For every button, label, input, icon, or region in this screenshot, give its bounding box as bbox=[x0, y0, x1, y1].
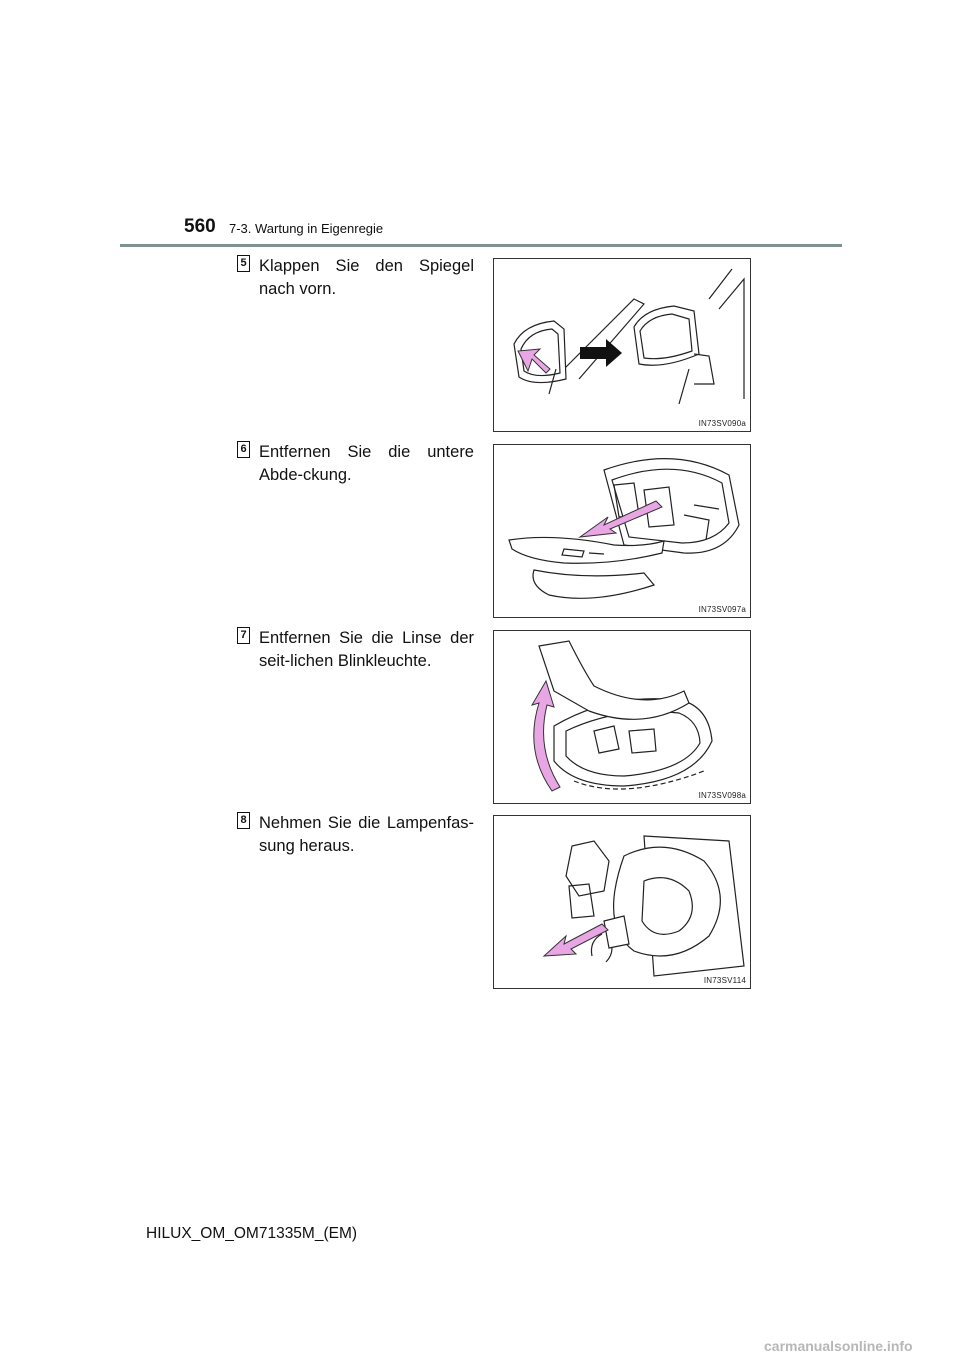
bulb-socket-illustration-icon bbox=[542, 835, 745, 977]
figure-lower-cover: IN73SV097a bbox=[493, 444, 751, 618]
step-text: Nehmen Sie die Lampenfas-sung heraus. bbox=[259, 814, 474, 855]
page-number: 560 bbox=[184, 216, 216, 237]
footer-doc-id: HILUX_OM_OM71335M_(EM) bbox=[146, 1225, 358, 1242]
step-badge: 7 bbox=[237, 627, 250, 644]
step-text: Klappen Sie den Spiegel nach vorn. bbox=[259, 257, 474, 298]
figure-code: IN73SV090a bbox=[698, 419, 746, 428]
figure-code: IN73SV114 bbox=[703, 976, 746, 985]
turn-signal-lens-illustration-icon bbox=[530, 640, 713, 792]
step-badge: 5 bbox=[237, 255, 250, 272]
figure-turn-signal-lens: IN73SV098a bbox=[493, 630, 751, 804]
step-text: Entfernen Sie die untere Abde-ckung. bbox=[259, 443, 474, 484]
watermark: carmanualsonline.info bbox=[764, 1338, 913, 1354]
lower-cover-removal-illustration-icon bbox=[508, 458, 740, 599]
step-badge: 6 bbox=[237, 441, 250, 458]
figure-bulb-socket: IN73SV114 bbox=[493, 815, 751, 989]
mirror-fold-illustration-icon bbox=[513, 268, 745, 405]
figure-mirror-fold: IN73SV090a bbox=[493, 258, 751, 432]
header-rule bbox=[120, 244, 842, 247]
step-badge: 8 bbox=[237, 812, 250, 829]
figure-code: IN73SV098a bbox=[698, 791, 746, 800]
step-text: Entfernen Sie die Linse der seit-lichen … bbox=[259, 629, 474, 670]
figure-code: IN73SV097a bbox=[698, 605, 746, 614]
section-title: 7-3. Wartung in Eigenregie bbox=[229, 221, 384, 236]
